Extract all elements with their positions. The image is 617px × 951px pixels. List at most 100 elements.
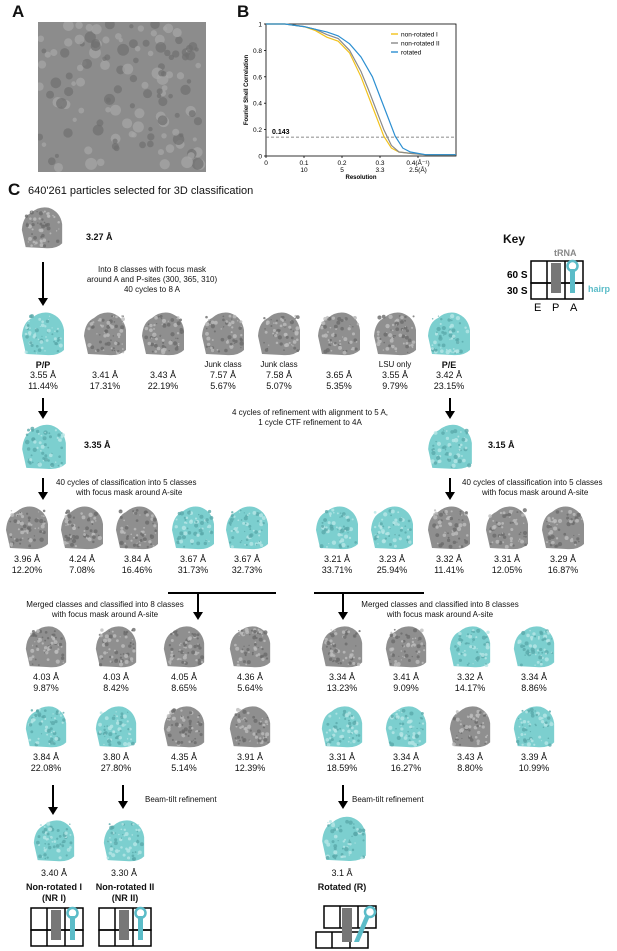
particle xyxy=(78,107,85,114)
arrow-head xyxy=(38,298,48,306)
particle xyxy=(63,20,74,31)
particle xyxy=(113,85,122,94)
schematic-nr2 xyxy=(98,906,152,947)
arrow-head xyxy=(38,492,48,500)
particle xyxy=(128,39,138,49)
particle xyxy=(46,90,55,99)
row1-class-resolution: 3.65 Å xyxy=(325,370,353,380)
y-tick-label: 0 xyxy=(258,154,262,161)
particle xyxy=(96,119,104,127)
arrow-line xyxy=(197,592,199,614)
arrow-head xyxy=(48,807,58,815)
particle xyxy=(41,48,47,54)
row1-class-map xyxy=(138,308,188,363)
y-tick-label: 0.4 xyxy=(253,101,262,108)
ribosome-map-shape xyxy=(25,706,67,748)
ribosome-map-shape xyxy=(25,626,67,668)
particle xyxy=(84,31,96,43)
ribosome-map-shape xyxy=(103,820,145,862)
right-grid-class-map xyxy=(510,702,558,755)
particle xyxy=(117,43,130,56)
particle xyxy=(129,24,134,29)
merge-right-line: Merged classes and classified into 8 cla… xyxy=(361,600,519,609)
right-grid-class-percent: 10.99% xyxy=(518,763,550,773)
micrograph-image xyxy=(35,19,206,173)
particle xyxy=(172,28,182,38)
legend-label-1: non-rotated II xyxy=(401,41,440,48)
particle xyxy=(71,81,76,86)
row2-class-resolution: 4.24 Å xyxy=(68,554,96,564)
right-grid-class-resolution: 3.34 Å xyxy=(520,672,548,682)
particle xyxy=(186,79,192,84)
final-rotated-res: 3.1 Å xyxy=(331,868,353,878)
right-grid-class-percent: 8.80% xyxy=(457,763,483,773)
legend-label-2: rotated xyxy=(401,50,422,57)
merge-bar-right xyxy=(314,592,424,594)
particle xyxy=(141,81,149,89)
step-right-line: 40 cycles of classification into 5 class… xyxy=(462,478,603,487)
row1-class-resolution: 3.42 Å xyxy=(435,370,463,380)
final-nr2-abbr: (NR II) xyxy=(111,893,139,903)
ribosome-map-shape xyxy=(513,706,555,748)
particle xyxy=(165,144,175,153)
refine-note: 4 cycles of refinement with alignment to… xyxy=(170,408,450,428)
particle xyxy=(128,131,136,138)
right-grid-class-percent: 9.09% xyxy=(393,683,419,693)
row1-class-map xyxy=(198,308,248,363)
particle xyxy=(165,71,174,79)
left-grid-class-map xyxy=(160,702,208,755)
row2-class-percent: 25.94% xyxy=(376,565,408,575)
row1-class-resolution: 3.43 Å xyxy=(149,370,177,380)
row1-class-percent: 5.67% xyxy=(210,381,236,391)
ribosome-map-shape xyxy=(316,506,358,550)
left-grid-class-resolution: 4.05 Å xyxy=(170,672,198,682)
particle xyxy=(129,103,136,109)
particle xyxy=(150,30,157,37)
right-grid-class-percent: 8.86% xyxy=(521,683,547,693)
y-axis-label: Fourier Shell Correlation xyxy=(244,55,250,126)
start-resolution: 3.27 Å xyxy=(86,232,113,242)
right-grid-class-map xyxy=(510,622,558,675)
final-nr1-abbr: (NR I) xyxy=(42,893,66,903)
ribosome-map-shape xyxy=(486,506,528,550)
row2-class-map xyxy=(312,502,362,557)
ribosome-map-shape xyxy=(61,506,103,550)
right-grid-class-resolution: 3.32 Å xyxy=(456,672,484,682)
step1-line: Into 8 classes with focus mask xyxy=(97,265,207,274)
particle xyxy=(172,50,180,58)
particle xyxy=(122,63,134,75)
ribosome-map-shape xyxy=(21,207,63,249)
particle xyxy=(36,133,44,141)
row2-class-percent: 33.71% xyxy=(321,565,353,575)
panel-label-b: B xyxy=(237,2,250,21)
row2-class-map xyxy=(112,502,162,557)
particle xyxy=(84,146,93,155)
particle xyxy=(75,21,83,30)
key-a-label: A xyxy=(570,302,578,314)
right-grid-class-percent: 13.23% xyxy=(326,683,358,693)
legend-label-0: non-rotated I xyxy=(401,32,438,39)
row2-class-percent: 11.41% xyxy=(434,565,464,575)
particle xyxy=(163,23,174,34)
left-grid-class-percent: 5.64% xyxy=(237,683,263,693)
particle xyxy=(134,45,141,52)
particle xyxy=(142,39,150,47)
particle xyxy=(185,50,196,61)
particle xyxy=(72,117,77,122)
final-nr1-res: 3.40 Å xyxy=(40,868,68,878)
ribosome-map-shape xyxy=(33,820,75,862)
key-hairpin-icon xyxy=(566,259,579,273)
particle xyxy=(156,93,162,99)
ribosome-map-shape xyxy=(322,816,366,862)
panel-label-c: C xyxy=(8,180,21,199)
row1-class-resolution: 3.41 Å xyxy=(91,370,119,380)
key-diagram: tRNA 60 S 30 S E P A hairpin xyxy=(507,248,610,314)
particle xyxy=(92,124,104,136)
key-60s-label: 60 S xyxy=(507,270,528,281)
step1-text: Into 8 classes with focus mask around A … xyxy=(52,265,282,295)
row2-class-resolution: 3.67 Å xyxy=(179,554,207,564)
row1-class-map xyxy=(254,308,304,363)
particle xyxy=(50,49,58,57)
x-tick-label: 0.1 xyxy=(299,160,308,167)
